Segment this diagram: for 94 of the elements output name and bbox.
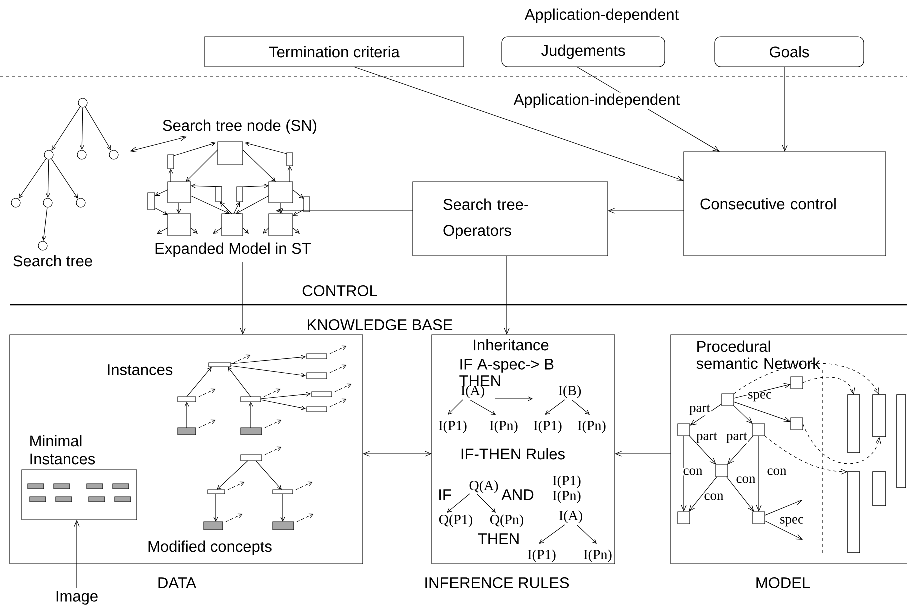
- arrow: [681, 436, 687, 512]
- concept-square: [790, 418, 804, 430]
- section-label: Application-dependent: [524, 8, 680, 24]
- edge-label: spec: [780, 516, 804, 528]
- model-box: [670, 334, 907, 588]
- arrow: [734, 406, 753, 424]
- box-text: THEN: [478, 534, 519, 544]
- section-label: CONTROL: [301, 284, 379, 298]
- edge-label: part: [696, 432, 718, 444]
- concept-square: [722, 394, 734, 406]
- process-box: Consecutive control: [684, 152, 886, 256]
- box-caption: MODEL: [756, 578, 810, 588]
- search-tree-drawing: [11, 98, 119, 267]
- box-caption: DATA: [158, 578, 196, 588]
- arrow: [130, 136, 187, 153]
- box-text: IF A-spec-> B: [460, 359, 554, 373]
- edge-label: spec: [748, 392, 772, 402]
- box-text: I(Pn): [553, 490, 581, 504]
- data-box: [10, 334, 364, 588]
- box-text: Expanded Model in ST: [156, 242, 312, 258]
- box-text: Procedural semantic Network: [696, 340, 820, 370]
- implementation-bar: [872, 472, 886, 506]
- implementation-bar: [848, 394, 860, 454]
- arrow: [689, 436, 716, 465]
- edge-label: con: [766, 468, 788, 476]
- arrow: [240, 262, 246, 335]
- implementation-bar: [872, 394, 886, 438]
- box-text: Modified concepts: [148, 540, 272, 556]
- box-text: I(B): [558, 386, 582, 398]
- expanded-model-drawing: [148, 120, 317, 258]
- edge-label: con: [736, 476, 756, 484]
- arrow: [690, 404, 722, 426]
- arrow: [74, 520, 80, 588]
- input-label: Image: [56, 591, 98, 605]
- box-text: IF-THEN Rules: [462, 448, 565, 460]
- rounded-box: Goals: [714, 36, 864, 68]
- edge-label: con: [704, 493, 724, 501]
- arrow: [756, 436, 762, 512]
- arrow: [504, 256, 510, 335]
- implementation-bar: [848, 472, 860, 554]
- implementation-bar: [896, 394, 906, 488]
- box-text: AND: [502, 490, 534, 500]
- arrow: [764, 520, 803, 540]
- box-text: THEN: [460, 376, 500, 386]
- box-text: I(A): [461, 386, 484, 398]
- box-text: I(P1): [553, 476, 581, 488]
- box-text: IF: [440, 490, 452, 500]
- arrow: [363, 451, 432, 457]
- box-text: I(A): [559, 510, 582, 524]
- box-text: I(P1): [528, 550, 556, 562]
- arrow: [615, 451, 672, 457]
- box-text: Search tree: [14, 255, 92, 267]
- arrow: [782, 66, 788, 152]
- box-text: I(Pn): [490, 420, 518, 434]
- box-text: Minimal Instances: [30, 435, 96, 465]
- concept-square: [678, 512, 690, 524]
- edge-label: part: [689, 404, 711, 416]
- arrow: [354, 66, 684, 182]
- rounded-box: Judgements: [502, 36, 666, 68]
- box-text: Inheritance: [474, 339, 549, 351]
- arrow: [734, 402, 791, 422]
- arrow: [734, 363, 880, 395]
- box-text: Search tree node (SN): [163, 120, 317, 134]
- section-label: KNOWLEDGE BASE: [306, 318, 454, 332]
- criteria-box: Termination criteria: [204, 36, 464, 68]
- image-box: [22, 435, 138, 520]
- section-label: Application-independent: [512, 92, 682, 110]
- edge-label: con: [682, 468, 704, 476]
- arrow: [802, 424, 882, 464]
- process-box: Search tree- Operators: [412, 182, 608, 256]
- box-text: I(Pn): [584, 550, 612, 562]
- arrow: [276, 208, 414, 214]
- box-text: I(Pn): [578, 420, 606, 434]
- concept-square: [678, 424, 690, 436]
- arrow: [726, 476, 754, 512]
- concept-square: [790, 376, 804, 390]
- arrow: [688, 476, 718, 512]
- edge-label: part: [726, 432, 748, 444]
- concept-square: [752, 512, 766, 524]
- box-text: Instances: [108, 364, 173, 376]
- arrow: [802, 377, 856, 395]
- concept-square: [716, 464, 728, 478]
- box-text: Q(A): [470, 480, 498, 494]
- box-text: Q(Pn): [490, 514, 524, 528]
- box-caption: INFERENCE RULES: [426, 578, 570, 588]
- rules-box: [426, 334, 616, 588]
- box-text: Q(P1): [439, 514, 472, 528]
- concept-square: [752, 424, 766, 436]
- arrow: [608, 208, 684, 214]
- box-text: I(P1): [534, 420, 562, 434]
- arrow: [727, 436, 754, 465]
- arrow: [764, 500, 803, 516]
- box-text: I(P1): [439, 420, 467, 434]
- arrow: [764, 436, 848, 475]
